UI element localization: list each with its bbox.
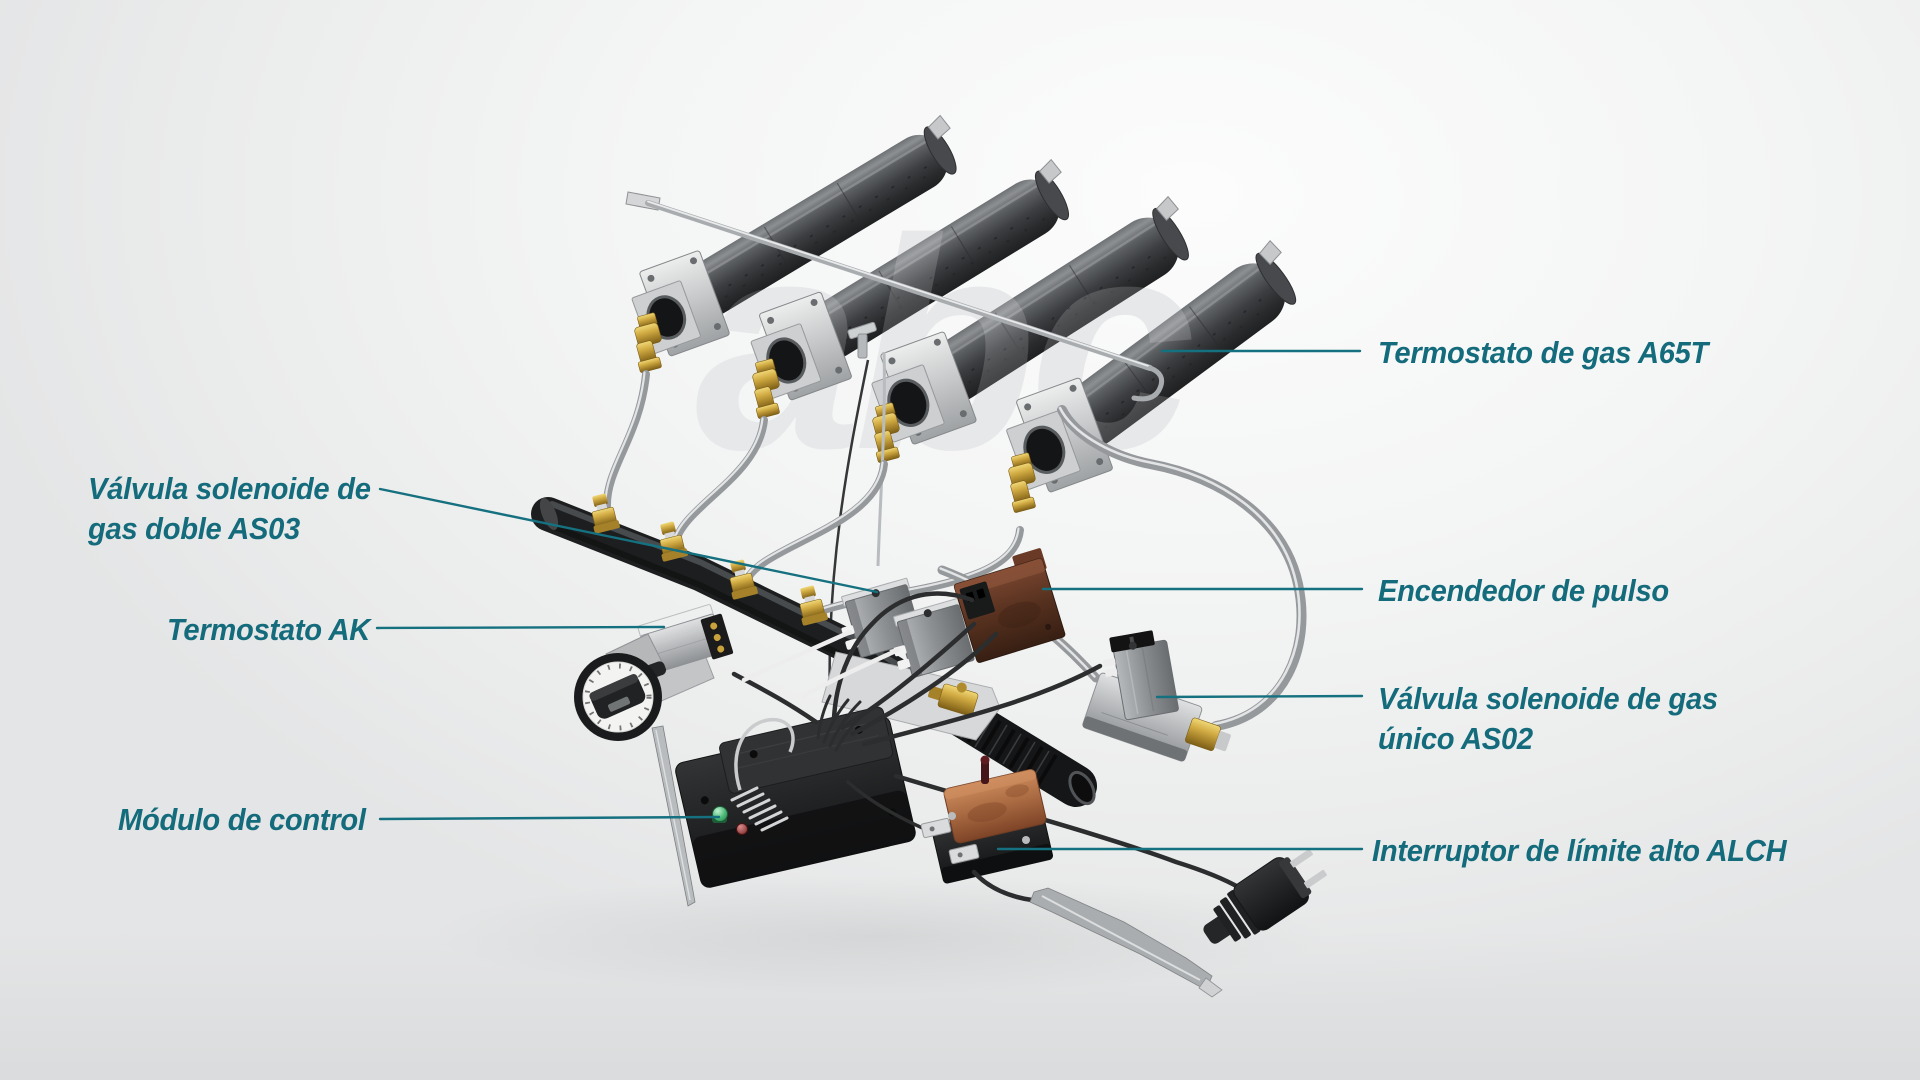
label-modulo-de-control: Módulo de control xyxy=(118,802,366,837)
led-red xyxy=(736,823,748,835)
brass-elbow-3 xyxy=(872,402,900,463)
burner-tube-2 xyxy=(802,158,1069,360)
label-termostato-gas-a65t: Termostato de gas A65T xyxy=(1378,335,1709,370)
manifold-fittings xyxy=(591,493,828,626)
label-valvula-solenoide-as03: Válvula solenoide de gas doble AS03 xyxy=(88,469,371,548)
label-as03-line1: Válvula solenoide de xyxy=(88,471,371,506)
brass-elbow-4 xyxy=(1008,452,1036,513)
label-as02-line2: único AS02 xyxy=(1378,720,1533,756)
capillary-probe xyxy=(651,725,696,907)
inline-brass-valve xyxy=(928,682,979,717)
label-encendedor-de-pulso: Encendedor de pulso xyxy=(1378,573,1669,608)
label-as03-line2: gas doble AS03 xyxy=(88,510,300,546)
leader-line-modulo xyxy=(378,815,721,821)
thermostat-dial-knob xyxy=(574,653,667,741)
led-green xyxy=(712,806,728,823)
single-solenoid-valve-as02 xyxy=(1082,630,1231,762)
probe-cable xyxy=(971,869,1035,903)
module-silver-wire xyxy=(734,718,795,791)
temperature-probe xyxy=(1029,887,1223,998)
leader-line-ak xyxy=(375,625,666,630)
pulse-igniter xyxy=(953,548,1066,663)
mounting-flange-2 xyxy=(750,291,852,401)
label-valvula-solenoide-as02: Válvula solenoide de gas único AS02 xyxy=(1378,679,1718,758)
power-plug xyxy=(1203,849,1327,944)
white-wires xyxy=(741,629,901,699)
module-pins xyxy=(730,786,789,832)
label-termostato-ak: Termostato AK xyxy=(167,612,371,647)
ground-shadow xyxy=(430,875,1330,995)
brass-elbow-1 xyxy=(634,312,662,373)
leader-line-as02 xyxy=(1155,694,1364,699)
mounting-flange-3 xyxy=(871,331,977,445)
burner-tube-1 xyxy=(682,114,957,317)
burner-tube-4 xyxy=(1058,239,1297,448)
label-as02-line1: Válvula solenoide de gas xyxy=(1378,681,1718,716)
mounting-flange-4 xyxy=(1006,377,1113,493)
double-solenoid-valve-as03 xyxy=(841,577,975,678)
control-module xyxy=(675,706,916,888)
high-limit-switch-alch xyxy=(920,755,1054,884)
label-interruptor-limite-alch: Interruptor de límite alto ALCH xyxy=(1372,833,1787,868)
thermostat-probe-rod xyxy=(625,191,1165,402)
leader-line-as03 xyxy=(378,487,879,594)
thermostat-ak-body xyxy=(637,604,734,675)
brass-elbow-2 xyxy=(752,358,780,419)
